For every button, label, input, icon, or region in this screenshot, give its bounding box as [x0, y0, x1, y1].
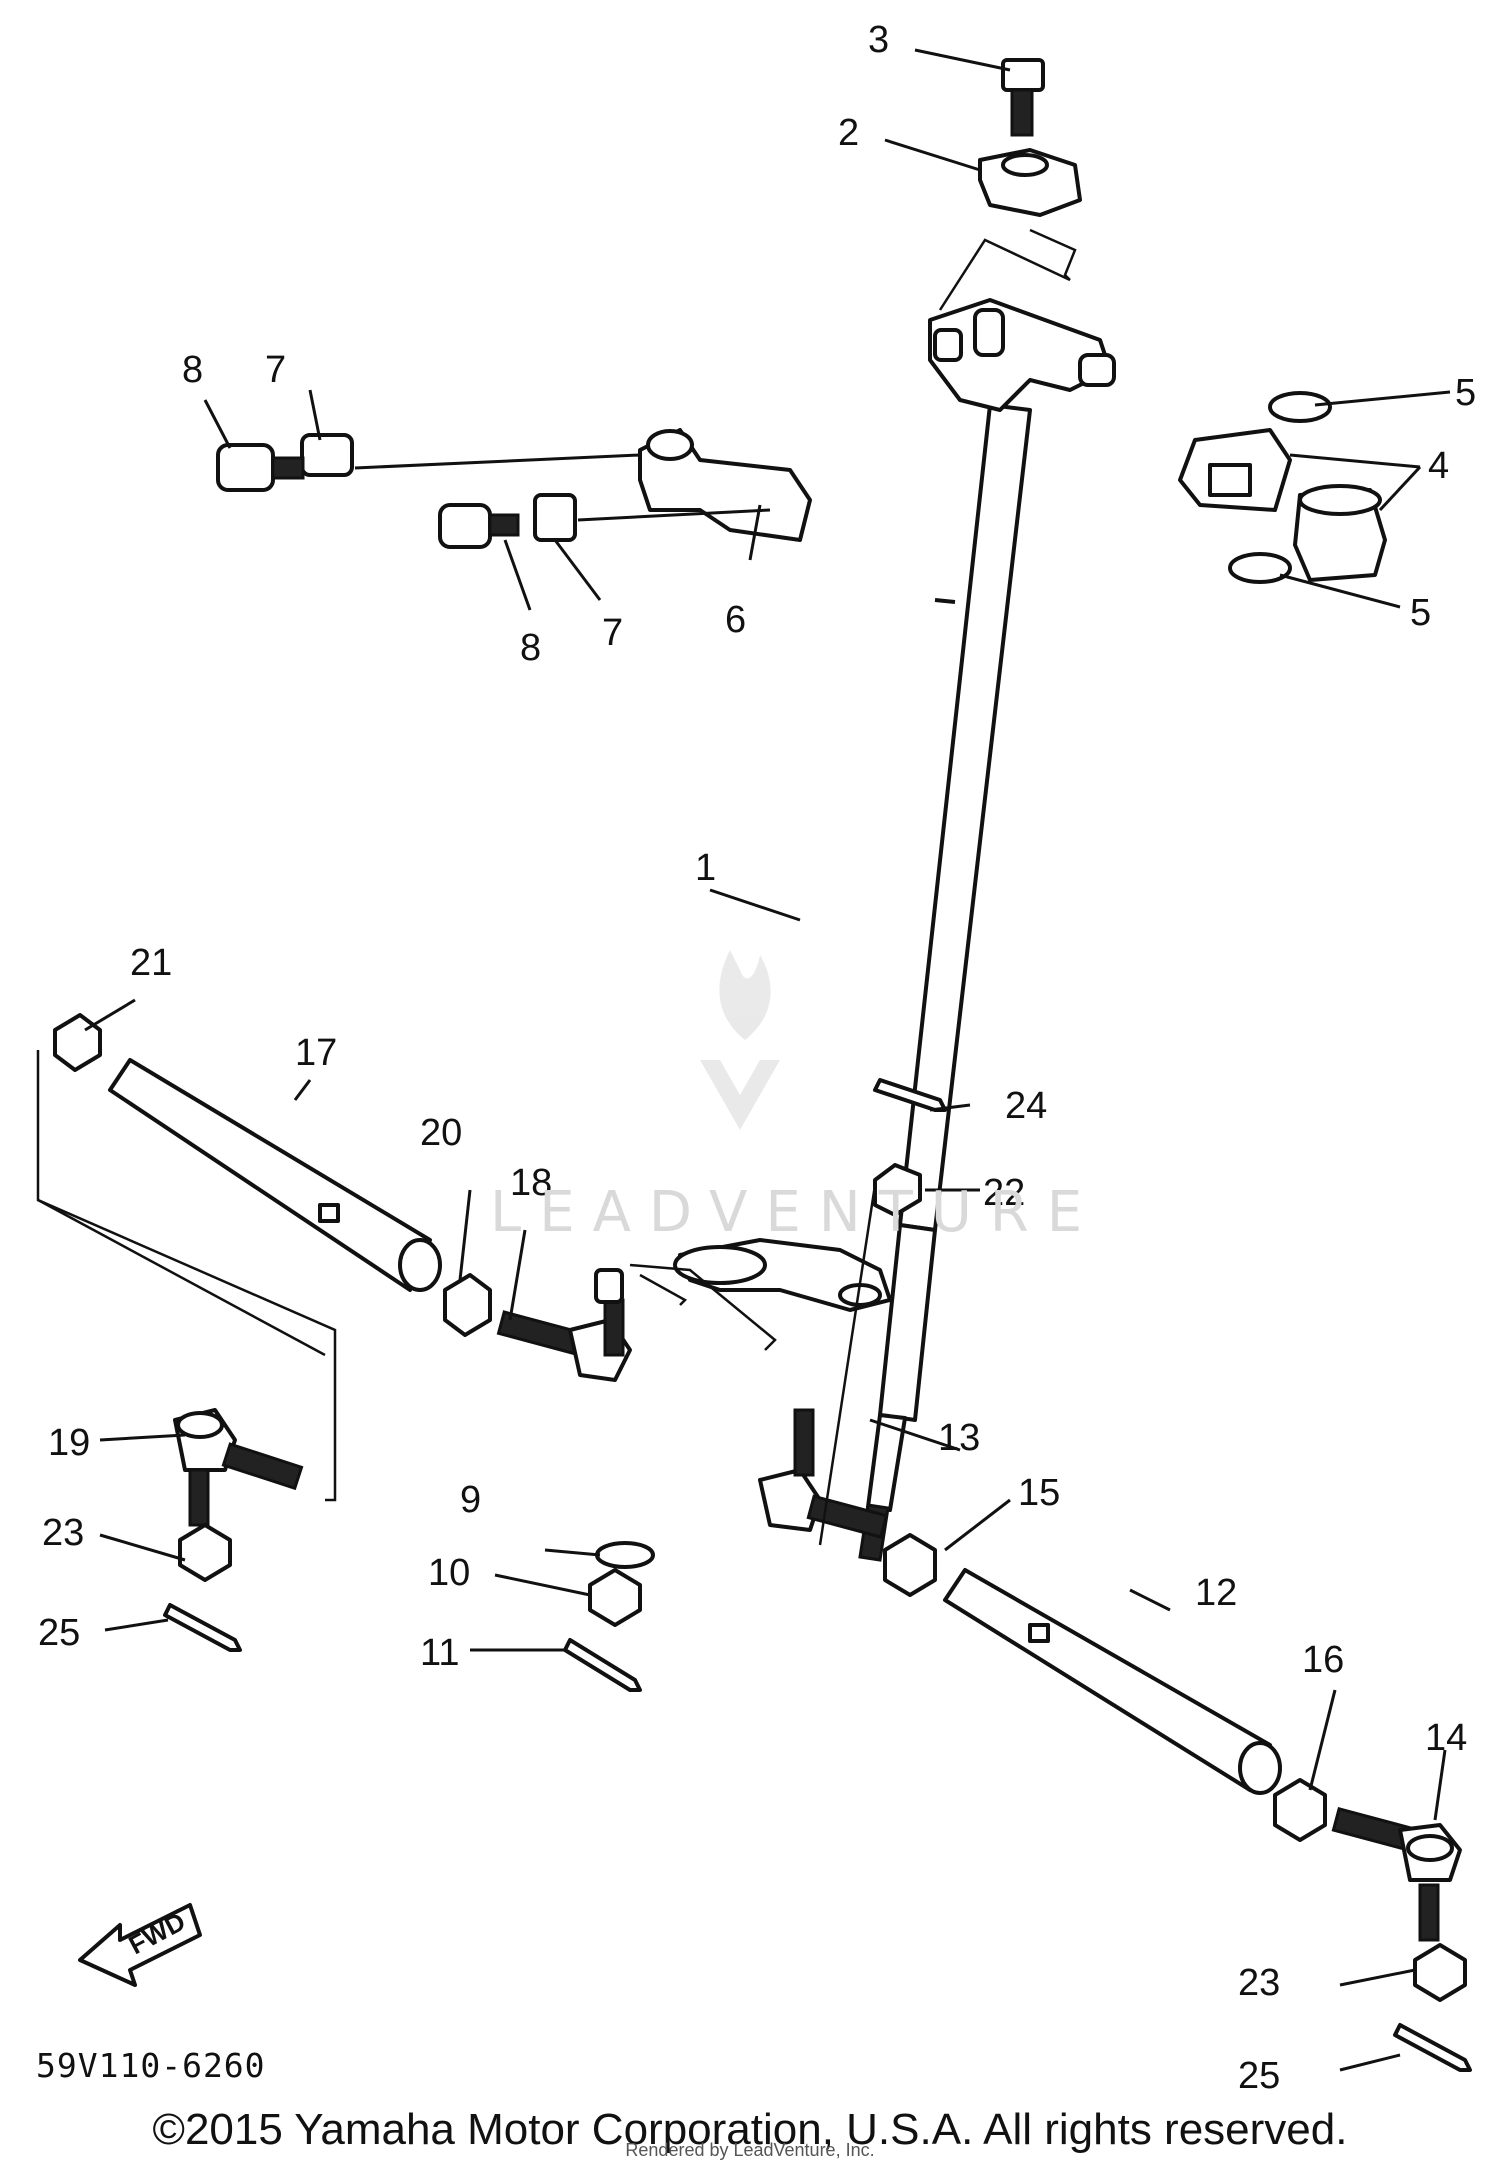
cotter-pin-25-right-part	[1393, 2023, 1472, 2072]
upper-bracket-part	[928, 298, 1116, 412]
pitman-arm-part	[673, 1238, 892, 1312]
callout-17: 17	[295, 1032, 337, 1074]
callout-5-lower: 5	[1410, 592, 1431, 634]
tie-rod-end-13-part	[758, 1408, 889, 1539]
nut-20-part	[443, 1273, 492, 1337]
callout-16: 16	[1302, 1639, 1344, 1681]
nut-16-part	[1273, 1778, 1327, 1842]
bushing-upper-part	[1178, 428, 1292, 512]
holder-part	[978, 148, 1082, 217]
nut-10-part	[588, 1568, 642, 1627]
bolt-3-part	[1001, 58, 1045, 137]
callout-8-upper: 8	[182, 349, 203, 391]
bushing-lower-part	[1293, 484, 1387, 582]
callout-2: 2	[838, 112, 859, 154]
nut-21-part	[53, 1013, 102, 1072]
callout-3: 3	[868, 19, 889, 61]
callout-20: 20	[420, 1112, 462, 1154]
callout-22: 22	[983, 1172, 1025, 1214]
tie-rod-right-part	[943, 1568, 1282, 1795]
leader-lines	[84, 48, 1451, 2072]
diagram-code: 59V110-6260	[36, 2046, 266, 2085]
callout-7-lower: 7	[602, 612, 623, 654]
callout-1: 1	[695, 847, 716, 889]
washer-lower-part	[1228, 552, 1292, 584]
callout-5-upper: 5	[1455, 372, 1476, 414]
watermark-text: LEADVENTURE	[490, 1180, 1101, 1245]
lock-washer-upper-part	[300, 433, 354, 477]
bolt-8-upper-part	[216, 443, 305, 492]
steering-arm-part	[638, 428, 812, 542]
washer-9-part	[595, 1541, 655, 1569]
callout-15: 15	[1018, 1472, 1060, 1514]
steering-column-part	[858, 403, 1032, 1562]
cotter-pin-25-left-part	[163, 1603, 242, 1652]
callout-9: 9	[460, 1479, 481, 1521]
callout-24: 24	[1005, 1085, 1047, 1127]
tie-rod-end-18-part	[496, 1268, 632, 1382]
callout-25-left: 25	[38, 1612, 80, 1654]
rendered-by-notice: Rendered by LeadVenture, Inc.	[625, 2140, 875, 2160]
lock-washer-lower-part	[533, 493, 577, 542]
callout-labels: 1 2 3 4 5 5 6 7 7 8 8 9 10 11 12 13 14 1…	[38, 19, 1476, 2097]
callout-4: 4	[1428, 445, 1449, 487]
callout-18: 18	[510, 1162, 552, 1204]
callout-6: 6	[725, 599, 746, 641]
cotter-pin-11-part	[563, 1638, 642, 1692]
nut-22-part	[873, 1163, 922, 1217]
callout-7-upper: 7	[265, 349, 286, 391]
callout-14: 14	[1425, 1717, 1467, 1759]
nut-15-part	[883, 1533, 937, 1597]
callout-8-lower: 8	[520, 627, 541, 669]
fwd-arrow-icon: FWD	[78, 1903, 202, 1987]
callout-13: 13	[938, 1417, 980, 1459]
callout-25-right: 25	[1238, 2055, 1280, 2097]
washer-upper-part	[1268, 391, 1332, 423]
nut-23-left-part	[178, 1523, 232, 1582]
copyright-notice: ©2015 Yamaha Motor Corporation, U.S.A. A…	[152, 2105, 1348, 2154]
callout-10: 10	[428, 1552, 470, 1594]
nut-23-right-part	[1413, 1943, 1467, 2002]
callout-12: 12	[1195, 1572, 1237, 1614]
tie-rod-left-part	[108, 1058, 442, 1292]
watermark-logo-icon	[700, 950, 780, 1130]
callout-11: 11	[420, 1632, 459, 1674]
callout-21: 21	[130, 942, 172, 984]
tie-rod-end-19-part	[173, 1408, 304, 1527]
bolt-8-lower-part	[438, 503, 520, 549]
tie-rod-end-14-part	[1331, 1806, 1462, 1942]
callout-23-right: 23	[1238, 1962, 1280, 2004]
callout-19: 19	[48, 1422, 90, 1464]
callout-23-left: 23	[42, 1512, 84, 1554]
